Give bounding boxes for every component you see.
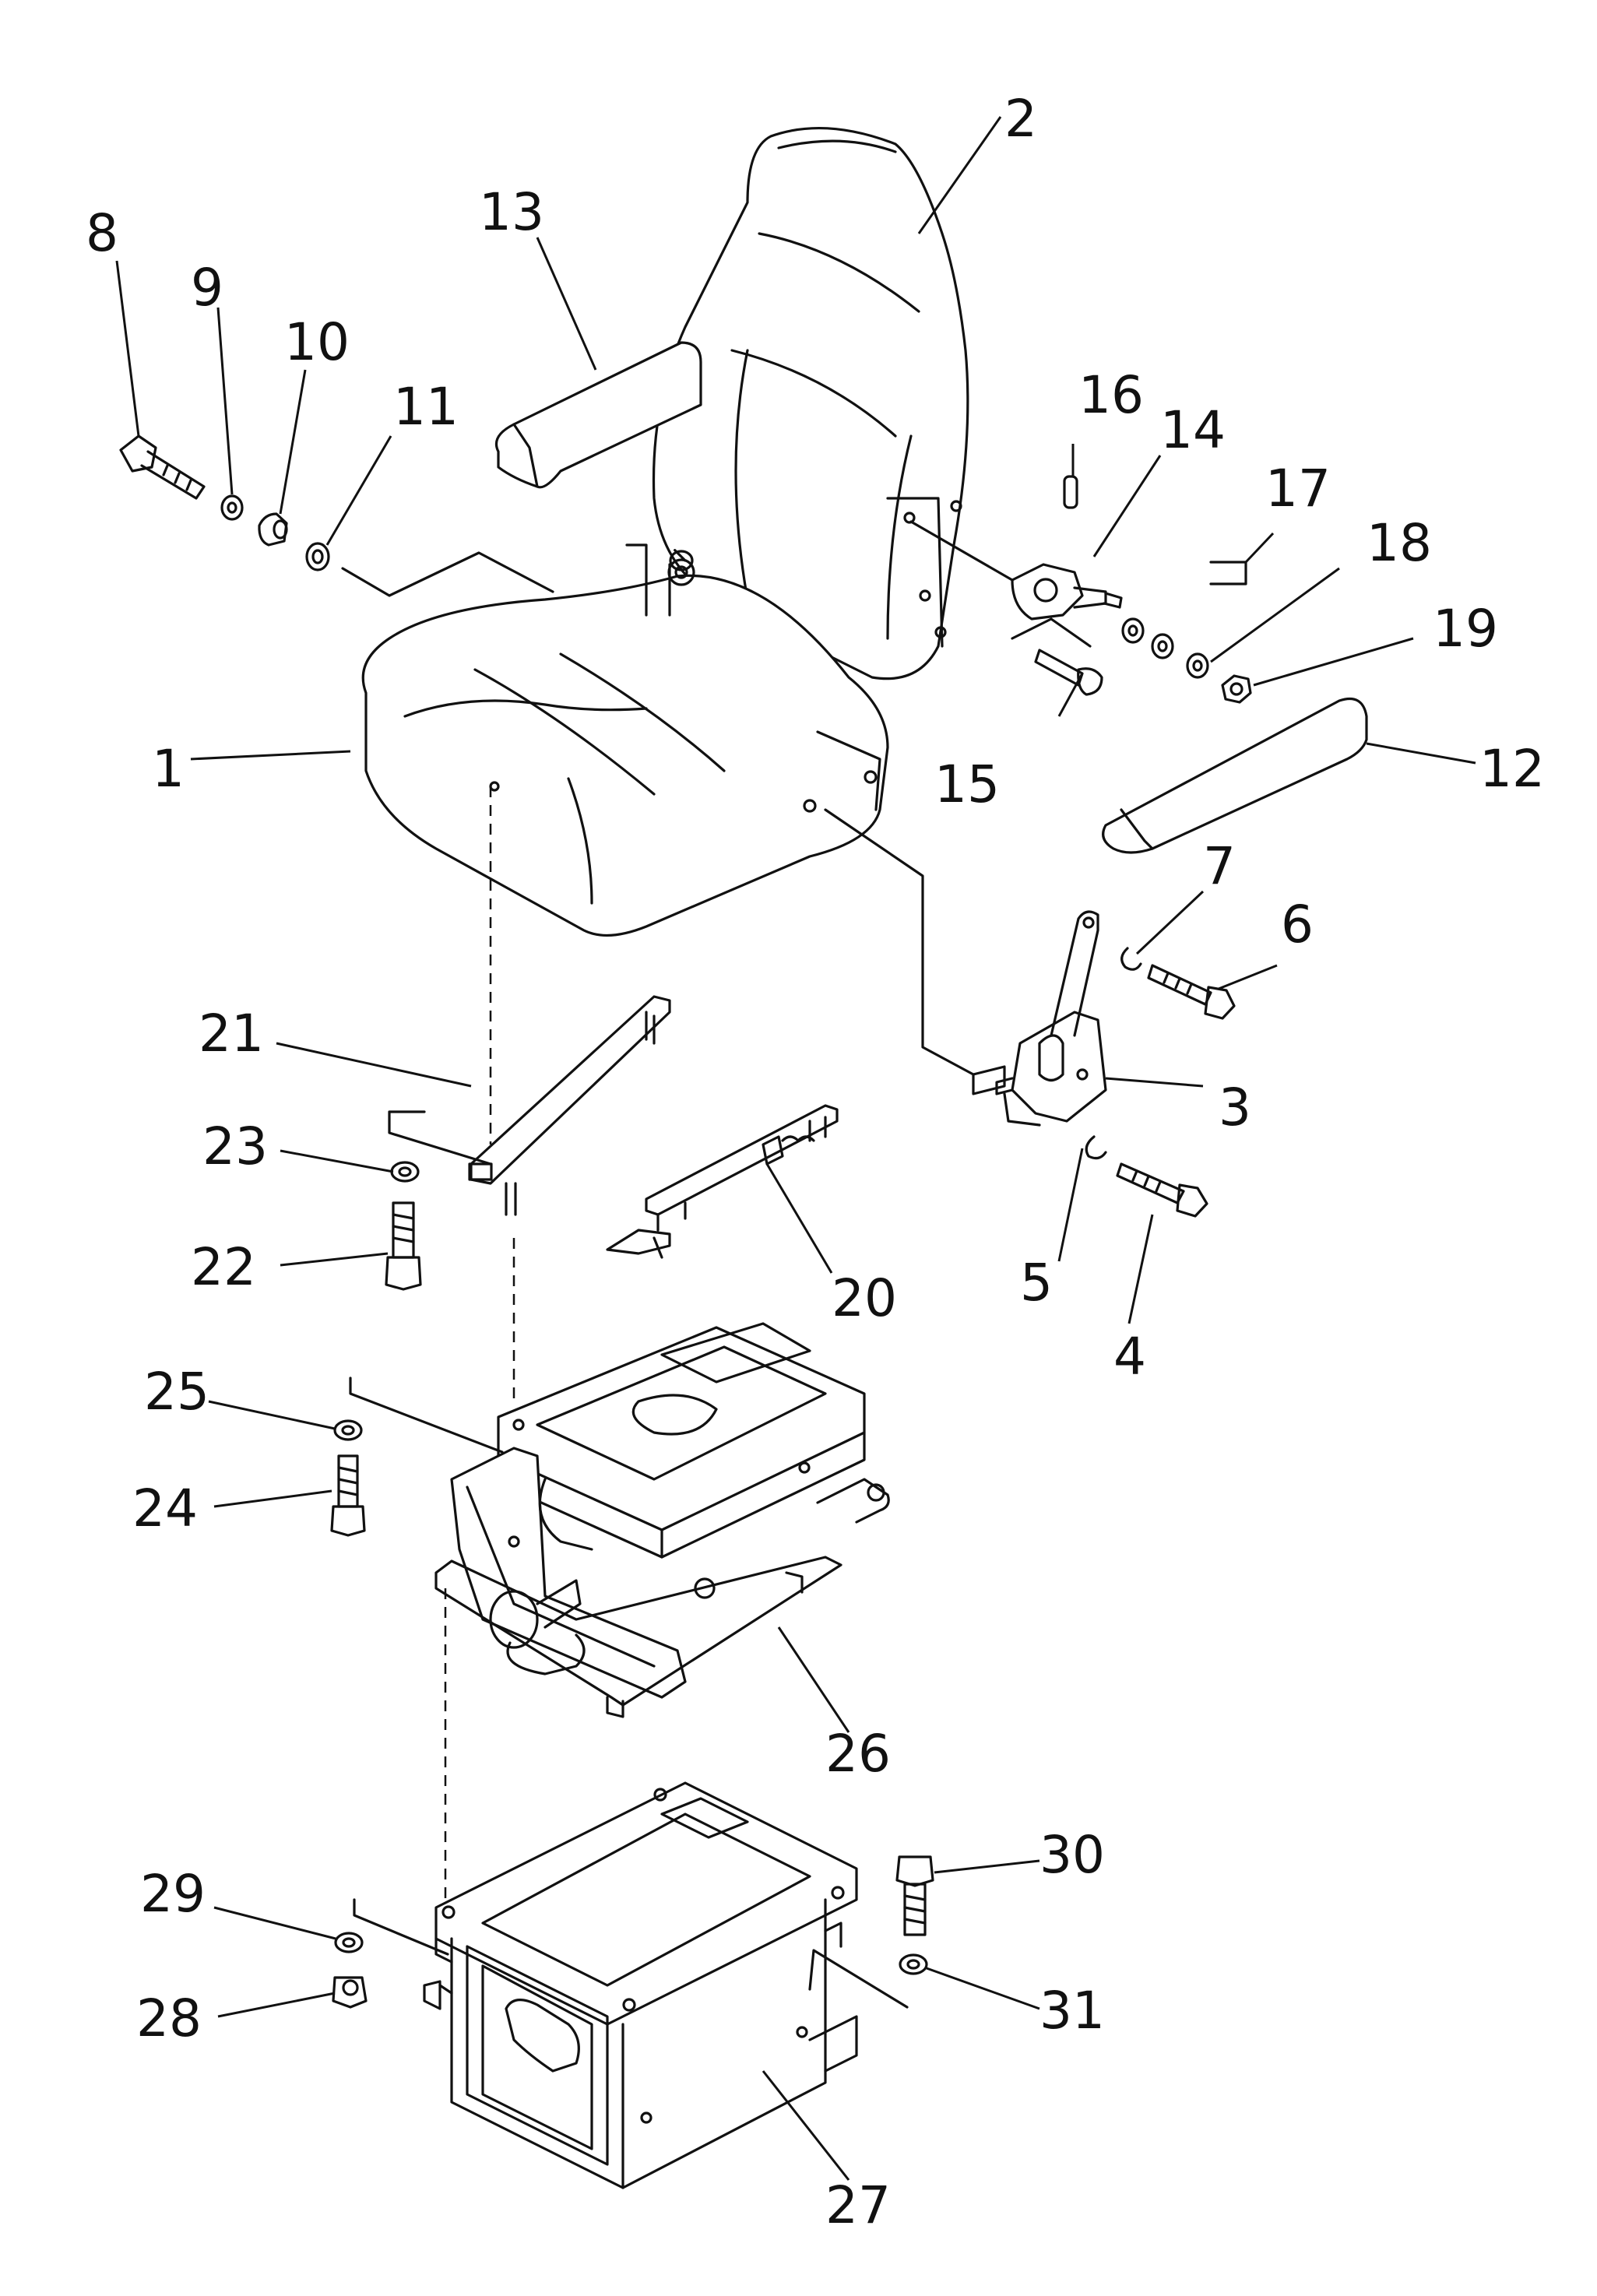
washer-25 — [333, 1419, 363, 1441]
callout-10: 10 — [284, 312, 350, 372]
bracket-17 — [1209, 561, 1247, 585]
callout-26: 26 — [825, 1724, 891, 1784]
callout-8: 8 — [86, 203, 118, 263]
nut-28 — [332, 1976, 368, 2009]
callout-9: 9 — [191, 258, 223, 318]
callout-27: 27 — [825, 2175, 891, 2235]
bolt-22 — [385, 1201, 422, 1291]
washer-17b — [1151, 633, 1174, 659]
washer-23 — [390, 1161, 420, 1183]
callout-12: 12 — [1479, 739, 1545, 799]
bolt-6 — [1147, 964, 1236, 1020]
rail-21 — [468, 995, 671, 1216]
washer-17a — [1121, 617, 1145, 644]
assembly-line-31 — [808, 1949, 909, 2009]
bolt-15 — [1011, 617, 1103, 696]
callout-31: 31 — [1039, 1981, 1105, 2041]
washer-5 — [1085, 1135, 1107, 1160]
washer-18 — [1186, 652, 1209, 679]
callout-17: 17 — [1265, 459, 1331, 519]
assembly-line-29 — [353, 1898, 449, 1956]
callout-30: 30 — [1039, 1825, 1105, 1885]
suspension-26 — [434, 1322, 890, 1718]
callout-14: 14 — [1160, 400, 1226, 460]
left-armrest — [494, 341, 702, 489]
callout-11: 11 — [393, 377, 459, 437]
callout-21: 21 — [199, 1004, 264, 1064]
leader-lines — [115, 116, 1476, 2181]
pin-16 — [1063, 475, 1078, 509]
spacer-10 — [258, 512, 288, 547]
callout-4: 4 — [1113, 1327, 1146, 1387]
seat-cushion — [361, 549, 889, 937]
assembly-line-11 — [341, 551, 554, 597]
callout-22: 22 — [191, 1237, 256, 1297]
callout-13: 13 — [479, 182, 544, 242]
callout-6: 6 — [1281, 895, 1314, 955]
rail-20 — [606, 1104, 839, 1259]
callout-16: 16 — [1078, 365, 1144, 425]
bolt-24 — [330, 1454, 366, 1537]
recliner-bracket-3 — [972, 910, 1107, 1127]
nut-19 — [1221, 674, 1252, 704]
assembly-line-14 — [909, 520, 1014, 582]
hinge-bracket-14 — [1011, 563, 1123, 621]
callout-3: 3 — [1219, 1078, 1251, 1137]
callout-28: 28 — [136, 1988, 202, 2048]
callout-2: 2 — [1004, 89, 1037, 149]
base-bracket-27 — [423, 1781, 858, 2189]
callout-25: 25 — [144, 1362, 209, 1422]
bolt-30 — [895, 1855, 934, 1936]
assembly-line-3 — [824, 808, 975, 1076]
bolt-4 — [1116, 1162, 1208, 1218]
callout-5: 5 — [1020, 1253, 1053, 1313]
callout-1: 1 — [152, 739, 185, 799]
washer-29 — [334, 1932, 364, 1953]
right-armrest — [1102, 697, 1368, 854]
washer-31 — [899, 1953, 928, 1975]
washer-11 — [305, 542, 330, 571]
washer-7 — [1120, 947, 1142, 971]
washer-9 — [220, 494, 244, 521]
callout-15: 15 — [934, 754, 1000, 814]
callout-23: 23 — [202, 1116, 268, 1176]
callout-29: 29 — [140, 1864, 206, 1924]
callout-19: 19 — [1433, 599, 1498, 659]
bolt-8 — [119, 434, 206, 500]
assembly-line-25 — [349, 1377, 504, 1454]
callout-24: 24 — [132, 1479, 198, 1538]
callout-18: 18 — [1367, 513, 1432, 573]
assembly-line-23 — [388, 1110, 492, 1166]
callout-7: 7 — [1203, 836, 1236, 896]
callout-labels: 1 2 3 4 5 6 7 8 9 10 11 12 13 14 15 16 1… — [86, 89, 1545, 2235]
nut-seat-back — [625, 543, 695, 617]
callout-20: 20 — [832, 1268, 897, 1328]
